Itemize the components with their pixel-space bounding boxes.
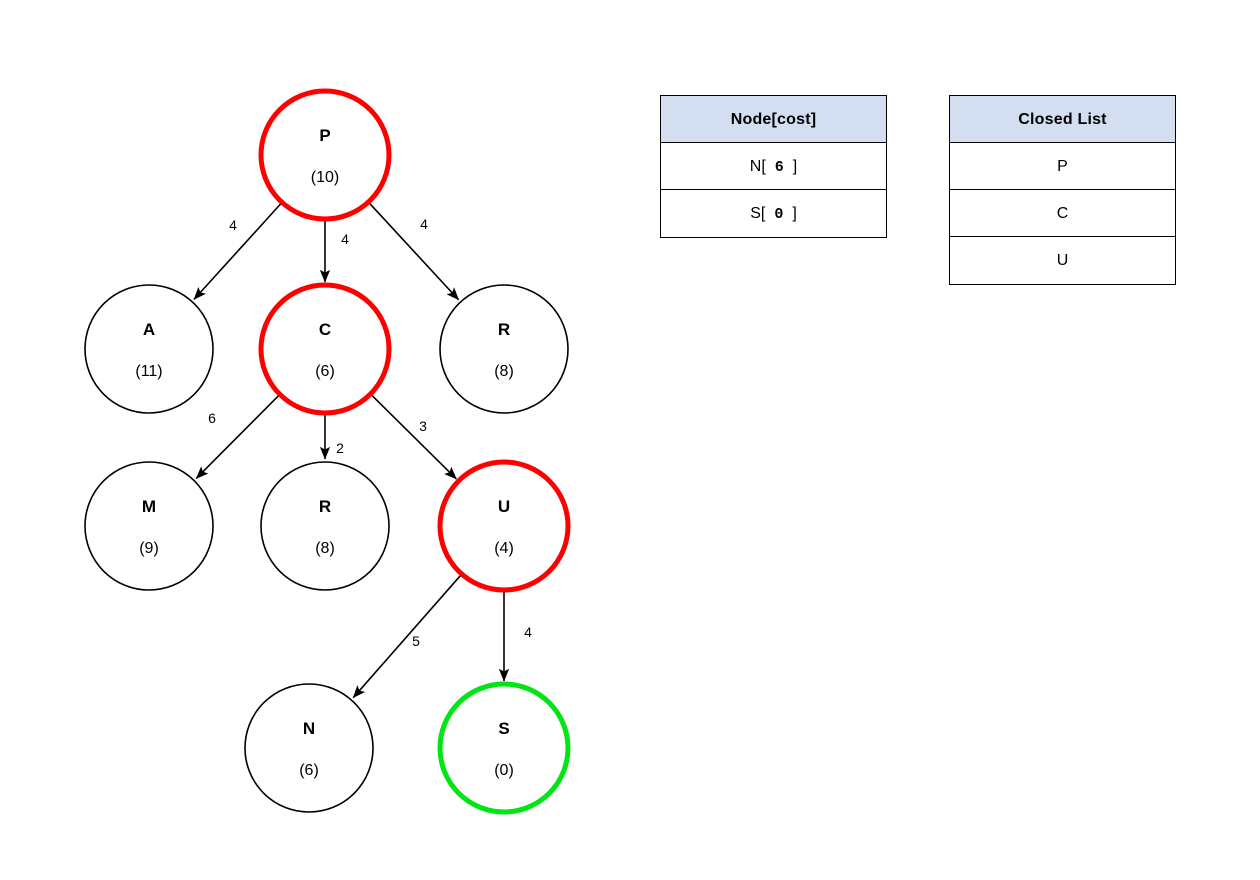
node-name-label: M <box>142 497 156 516</box>
edge-weight-labels: 4 4 4 6 2 3 5 4 <box>208 216 532 649</box>
tree-node-c[interactable]: C (6) <box>258 282 392 416</box>
edge-weight-label: 4 <box>341 231 349 247</box>
node-cost-label: (8) <box>315 540 335 557</box>
node-name-label: R <box>319 497 331 516</box>
nodes-layer: P (10) A (11) C (6) R (8) M (9) R (8) U (4) N (6) S (0) <box>84 88 571 815</box>
node-name-label: A <box>143 320 155 339</box>
open-list-node: S[ <box>750 205 766 222</box>
node-name-label: P <box>319 126 330 145</box>
open-list-row[interactable]: S[ 0 ] <box>661 190 886 237</box>
node-circle <box>439 284 569 414</box>
tree-node-r2[interactable]: R (8) <box>260 461 390 591</box>
closed-list-row[interactable]: C <box>950 190 1175 237</box>
node-circle <box>437 681 571 815</box>
edge-p-to-r1 <box>368 202 460 301</box>
open-list-rows: N[ 6 ]S[ 0 ] <box>661 143 886 237</box>
tree-node-n[interactable]: N (6) <box>244 683 374 813</box>
edge-c-to-m <box>195 394 280 480</box>
node-name-label: U <box>498 497 510 516</box>
closed-list-table: Closed List P C U <box>949 95 1176 285</box>
tree-node-u[interactable]: U (4) <box>437 459 571 593</box>
node-cost-label: (9) <box>139 540 159 557</box>
tree-node-p[interactable]: P (10) <box>258 88 392 222</box>
node-cost-label: (6) <box>315 363 335 380</box>
node-name-label: C <box>319 320 331 339</box>
tree-node-s[interactable]: S (0) <box>437 681 571 815</box>
open-list-header: Node[cost] <box>661 96 886 143</box>
node-name-label: R <box>498 320 510 339</box>
edge-weight-label: 4 <box>420 216 428 232</box>
closed-list-row[interactable]: P <box>950 143 1175 190</box>
node-cost-label: (11) <box>135 363 162 380</box>
edge-p-to-a <box>193 202 282 300</box>
node-cost-label: (6) <box>299 762 319 779</box>
edge-weight-label: 3 <box>419 418 427 434</box>
open-list-cost: 0 <box>765 206 793 223</box>
edge-weight-label: 2 <box>336 440 344 456</box>
closed-list-node-label: C <box>1056 205 1069 222</box>
open-list-table: Node[cost] N[ 6 ]S[ 0 ] <box>660 95 887 238</box>
tree-node-r1[interactable]: R (8) <box>439 284 569 414</box>
closed-list-header: Closed List <box>950 96 1175 143</box>
edge-weight-label: 4 <box>524 624 532 640</box>
node-circle <box>258 282 392 416</box>
open-list-node: N[ <box>749 158 766 175</box>
edge-c-to-u <box>370 394 457 480</box>
node-cost-label: (4) <box>494 540 514 557</box>
open-list-cost: 6 <box>765 159 793 176</box>
edge-weight-label: 6 <box>208 410 216 426</box>
node-name-label: S <box>498 719 509 738</box>
edge-weight-label: 5 <box>412 633 420 649</box>
node-circle <box>244 683 374 813</box>
closed-list-node-label: P <box>1057 158 1068 175</box>
node-circle <box>260 461 390 591</box>
open-list-bracket: ] <box>792 205 797 222</box>
edge-u-to-n <box>352 574 462 699</box>
node-circle <box>437 459 571 593</box>
node-cost-label: (0) <box>494 762 514 779</box>
closed-list-node-label: U <box>1056 252 1069 269</box>
tree-node-m[interactable]: M (9) <box>84 461 214 591</box>
closed-list-row[interactable]: U <box>950 237 1175 284</box>
open-list-row[interactable]: N[ 6 ] <box>661 143 886 190</box>
tree-node-a[interactable]: A (11) <box>84 284 214 414</box>
node-cost-label: (8) <box>494 363 514 380</box>
closed-list-rows: P C U <box>950 143 1175 284</box>
open-list-bracket: ] <box>792 158 798 175</box>
node-name-label: N <box>303 719 315 738</box>
node-circle <box>84 284 214 414</box>
edge-weight-label: 4 <box>229 217 237 233</box>
node-cost-label: (10) <box>311 169 339 186</box>
node-circle <box>258 88 392 222</box>
edges-layer <box>193 202 510 699</box>
node-circle <box>84 461 214 591</box>
